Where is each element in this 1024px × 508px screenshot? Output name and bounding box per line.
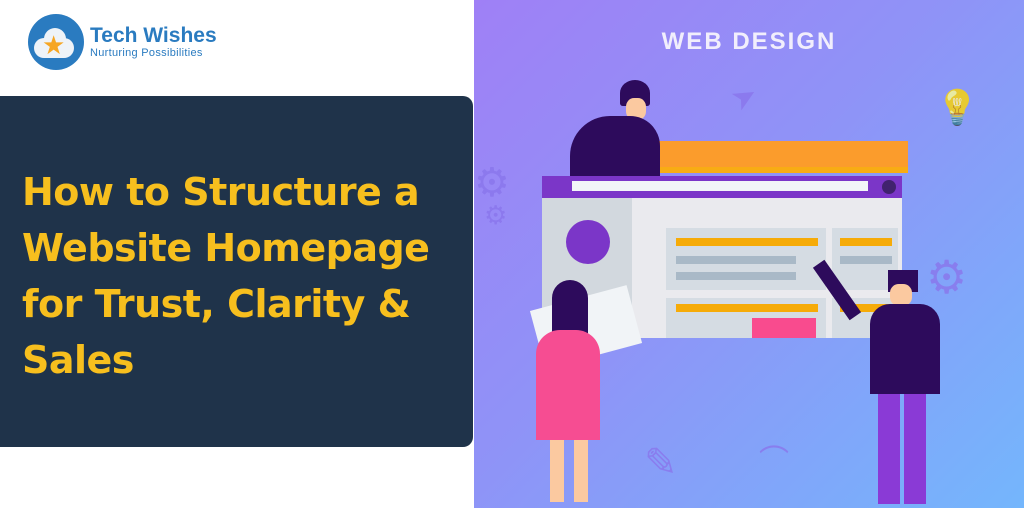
logo: ★ Tech Wishes Nurturing Possibilities <box>28 14 217 70</box>
headline-panel <box>0 96 473 447</box>
bezier-curve-icon: ⌒ <box>759 445 789 478</box>
cloud-star-icon: ★ <box>28 14 84 70</box>
browser-dot <box>882 180 896 194</box>
ruler-icon <box>638 141 908 173</box>
browser-toolbar <box>542 176 902 198</box>
pink-block <box>752 318 816 338</box>
pencil-icon: ✎ <box>644 441 678 485</box>
brand-name: Tech Wishes <box>90 23 217 47</box>
cursor-icon: ➤ <box>725 76 764 119</box>
user-avatar-icon <box>566 220 610 264</box>
gear-icon: ⚙ <box>474 161 510 205</box>
illustration-title: WEB DESIGN <box>661 28 837 55</box>
gear-icon: ⚙ <box>484 200 508 230</box>
lightbulb-icon: 💡 <box>936 89 979 127</box>
url-bar <box>572 181 868 191</box>
headline-title: How to Structure a Website Homepage for … <box>22 170 430 382</box>
gear-icon: ⚙ <box>926 251 968 303</box>
web-design-illustration: WEB DESIGN ➤ 💡 ⚙ ⚙ ⚙ ✎ ⌒ <box>474 0 1024 508</box>
brand-tagline: Nurturing Possibilities <box>90 46 203 59</box>
left-column: ★ Tech Wishes Nurturing Possibilities Ho… <box>0 0 474 508</box>
